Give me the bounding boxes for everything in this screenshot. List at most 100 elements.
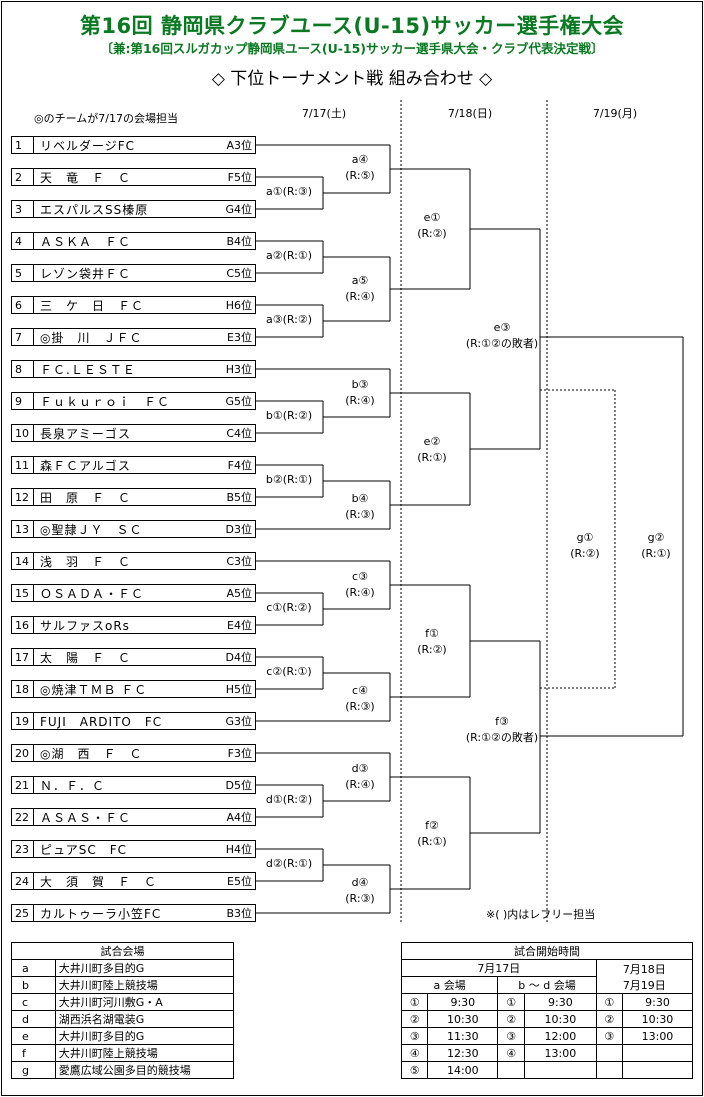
match-code: g② xyxy=(647,531,665,544)
match-referee: (R:②) xyxy=(282,601,312,614)
venue-name: 愛鷹広域公園多目的競技場 xyxy=(54,1061,235,1079)
time-cell: ③ xyxy=(595,1027,623,1045)
time-cell: ① xyxy=(497,993,526,1011)
match-referee: (R:②) xyxy=(570,547,600,560)
team-name: サルファスoRs xyxy=(40,618,130,633)
time-cell: ⑤ xyxy=(400,1061,429,1079)
team-number: 20 xyxy=(12,745,34,761)
team-number: 7 xyxy=(12,329,34,345)
team-name: 浅 羽 Ｆ Ｃ xyxy=(40,554,132,569)
match-referee: (R:⑤) xyxy=(345,169,375,182)
team-number: 8 xyxy=(12,361,34,377)
time-cell: ① xyxy=(595,993,623,1011)
match-referee: (R:②) xyxy=(417,227,447,240)
team-name: ＡＳＡＳ・ＦＣ xyxy=(40,810,132,825)
team-name: ◎湖 西 Ｆ Ｃ xyxy=(40,746,143,761)
team-rank: A3位 xyxy=(226,139,252,152)
match-label: f②(R:①) xyxy=(416,818,448,850)
match-code: b④ xyxy=(351,492,369,505)
team-number: 3 xyxy=(12,201,34,217)
match-label: b①(R:②) xyxy=(264,408,314,424)
page-subtitle: 〔兼:第16回スルガカップ静岡県ユース(U-15)サッカー選手県大会・クラブ代表… xyxy=(100,41,604,56)
team-name: リベルダージFC xyxy=(40,138,136,153)
time-cell xyxy=(524,1061,597,1079)
match-referee: (R:①) xyxy=(641,547,671,560)
time-cell xyxy=(595,1044,623,1062)
time-cell: 13:00 xyxy=(524,1044,597,1062)
match-label: b②(R:①) xyxy=(264,472,314,488)
match-referee: (R:①) xyxy=(282,249,313,262)
team-rank: H6位 xyxy=(225,299,252,312)
time-cell xyxy=(621,1044,694,1062)
match-label: a④(R:⑤) xyxy=(344,152,376,184)
match-label: g①(R:②) xyxy=(569,530,601,562)
team-number: 16 xyxy=(12,617,34,633)
match-code: e③ xyxy=(493,321,511,334)
time-col-bd: b ～ d 会場 xyxy=(497,976,597,994)
venue-key: g xyxy=(11,1061,56,1079)
team-rank: D4位 xyxy=(225,651,252,664)
referee-note: ※( )内はレフリー担当 xyxy=(486,908,596,921)
match-code: a① xyxy=(265,185,283,198)
time-cell: 10:30 xyxy=(621,1010,694,1028)
team-rank: E3位 xyxy=(227,331,252,344)
date-header-day1: 7/17(土) xyxy=(301,107,347,120)
time-cell: 11:30 xyxy=(427,1027,499,1045)
time-cell xyxy=(497,1061,526,1079)
time-cell: ④ xyxy=(497,1044,526,1062)
team-number: 13 xyxy=(12,521,34,537)
match-label: e① (R:②) xyxy=(416,210,448,242)
time-cell: 10:30 xyxy=(524,1010,597,1028)
match-code: f① xyxy=(425,627,439,640)
team-name: 太 陽 Ｆ Ｃ xyxy=(40,650,132,665)
match-label: d③(R:④) xyxy=(344,761,376,793)
venue-key: e xyxy=(11,1027,56,1045)
time-day1: 7月17日 xyxy=(401,959,597,977)
date-header-day2: 7/18(日) xyxy=(447,107,493,120)
team-rank: C4位 xyxy=(226,427,252,440)
venue-name: 湖西浜名湖電装G xyxy=(54,1010,235,1028)
match-label: a①(R:③) xyxy=(264,184,314,200)
venue-name: 大井川町陸上競技場 xyxy=(54,976,235,994)
time-cell: 14:00 xyxy=(427,1061,499,1079)
team-name: 三 ケ 日 ＦＣ xyxy=(40,298,145,313)
team-number: 14 xyxy=(12,553,34,569)
team-name: FUJI ARDITO FC xyxy=(40,714,163,729)
match-label: a③(R:②) xyxy=(264,312,314,328)
team-name: ＯＳＡＤＡ・ＦＣ xyxy=(40,586,145,601)
team-number: 18 xyxy=(12,681,34,697)
match-referee: (R:④) xyxy=(345,394,375,407)
match-label: c③(R:④) xyxy=(344,569,376,601)
time-cell: ④ xyxy=(400,1044,429,1062)
match-code: e① xyxy=(423,211,441,224)
match-referee: (R:③) xyxy=(345,892,375,905)
match-referee: (R:③) xyxy=(345,700,375,713)
time-cell: 9:30 xyxy=(427,993,499,1011)
match-referee: (R:②) xyxy=(282,793,313,806)
team-name: 大 須 賀 Ｆ Ｃ xyxy=(40,874,158,889)
